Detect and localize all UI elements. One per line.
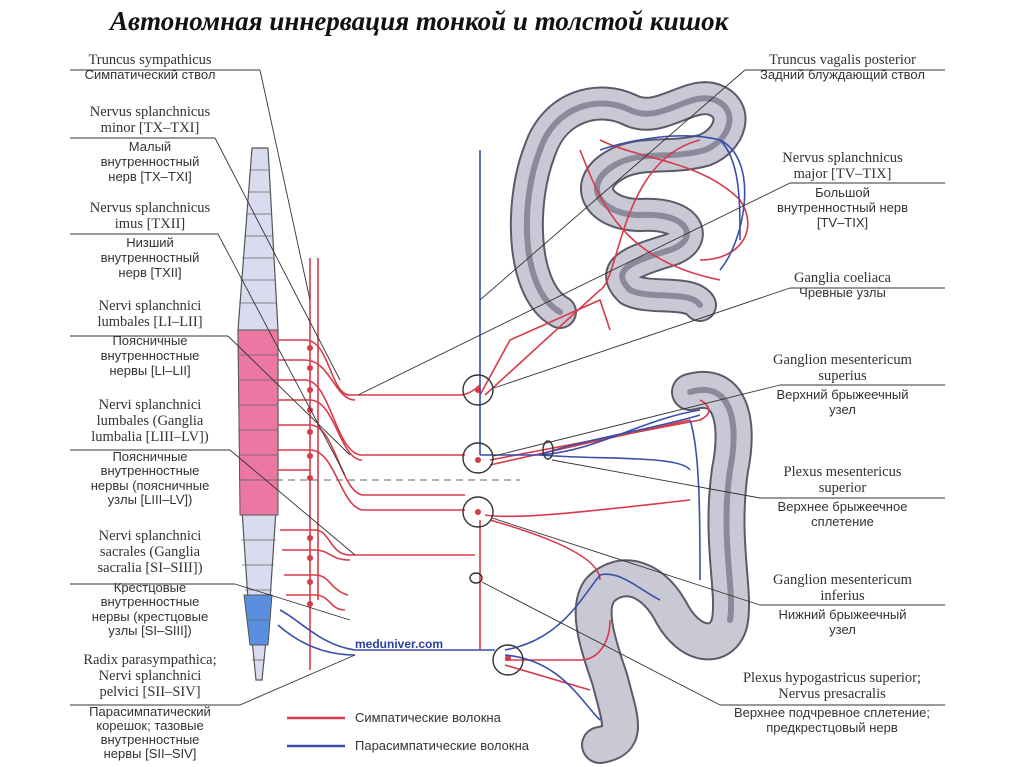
ganglion-mesentericum-inferius	[462, 496, 494, 528]
left-leader-lines	[70, 69, 356, 706]
right-leader-lines	[357, 69, 945, 706]
legend-parasympathetic: Парасимпатические волокна	[355, 738, 529, 753]
label-russian: Поясничные внутренностные нервы (пояснич…	[90, 448, 210, 508]
abdominal-ganglia	[462, 374, 554, 676]
label-russian: Малый внутренностный нерв [TX–TXI]	[100, 139, 200, 184]
label-latin: Plexus hypogastricus superior; Nervus pr…	[742, 670, 921, 703]
label-russian: Верхнее подчревное сплетение; предкрестц…	[734, 705, 930, 736]
label-latin: Nervus splanchnicus major [TV–TIX]	[782, 150, 903, 183]
label-plexus-hypogastricus: Plexus hypogastricus superior; Nervus pr…	[712, 670, 952, 736]
label-latin: Nervus splanchnicus imus [TXII]	[89, 200, 211, 233]
spinal-cord	[237, 147, 279, 681]
ganglion-hypogastric	[492, 644, 524, 676]
label-ganglion-mesentericum-superius: Ganglion mesentericum superius Верхний б…	[740, 352, 945, 418]
label-russian: Поясничные внутренностные нервы [LI–LII]	[100, 333, 200, 378]
label-russian: Чревные узлы	[799, 285, 886, 301]
label-russian: Нижний брыжеечный узел	[778, 607, 907, 638]
label-splanchnicus-major: Nervus splanchnicus major [TV–TIX] Больш…	[740, 150, 945, 230]
label-latin: Ganglion mesentericum inferius	[773, 572, 912, 605]
label-splanchnicus-imus: Nervus splanchnicus imus [TXII] Низший в…	[45, 200, 255, 280]
label-radix-parasympathica: Radix parasympathica; Nervi splanchnici …	[45, 652, 255, 761]
label-latin: Ganglia coeliaca	[793, 270, 891, 286]
parasympathetic-fibers	[277, 135, 746, 721]
page-title: Автономная иннервация тонкой и толстой к…	[110, 6, 729, 36]
ganglion-coeliacum	[462, 374, 494, 406]
legend-sympathetic: Симпатические волокна	[355, 710, 501, 725]
watermark: meduniver.com	[355, 637, 444, 651]
small-intestine	[509, 81, 747, 329]
legend-lines	[287, 716, 345, 748]
label-russian: Крестцовые внутренностные нервы (крестцо…	[91, 579, 209, 639]
label-latin: Truncus sympathicus	[88, 52, 212, 68]
sympathetic-fibers	[278, 139, 749, 691]
ganglion-mesentericum-superius	[462, 442, 494, 474]
label-latin: Nervi splanchnici lumbales [LI–LII]	[97, 298, 203, 331]
label-splanchnici-lumbales: Nervi splanchnici lumbales [LI–LII] Пояс…	[45, 298, 255, 378]
label-russian: Симпатический ствол	[84, 67, 216, 83]
label-russian: Парасимпатический корешок; тазовые внутр…	[89, 703, 211, 761]
label-latin: Nervi splanchnici sacrales (Ganglia sacr…	[97, 528, 203, 577]
label-russian: Верхний брыжеечный узел	[776, 387, 909, 418]
label-truncus-vagalis: Truncus vagalis posterior Задний блуждаю…	[740, 52, 945, 83]
label-russian: Большой внутренностный нерв [TV–TIX]	[777, 185, 908, 230]
label-plexus-mesentericus-superior: Plexus mesentericus superior Верхнее бры…	[740, 464, 945, 530]
label-ganglia-coeliaca: Ganglia coeliaca Чревные узлы	[740, 270, 945, 301]
label-ganglia-lumbalia: Nervi splanchnici lumbales (Ganglia lumb…	[45, 397, 255, 508]
label-latin: Nervus splanchnicus minor [TX–TXI]	[89, 104, 211, 137]
label-splanchnicus-minor: Nervus splanchnicus minor [TX–TXI] Малый…	[45, 104, 255, 184]
label-ganglia-sacralia: Nervi splanchnici sacrales (Ganglia sacr…	[45, 528, 255, 639]
label-ganglion-mesentericum-inferius: Ganglion mesentericum inferius Нижний бр…	[740, 572, 945, 638]
label-latin: Truncus vagalis posterior	[769, 52, 916, 68]
label-russian: Верхнее брыжеечное сплетение	[777, 499, 908, 530]
large-intestine	[574, 371, 753, 764]
label-latin: Nervi splanchnici lumbales (Ganglia lumb…	[91, 397, 209, 446]
label-latin: Ganglion mesentericum superius	[773, 352, 912, 385]
label-latin: Plexus mesentericus superior	[783, 464, 902, 497]
label-truncus-sympathicus: Truncus sympathicus Симпатический ствол	[45, 52, 255, 83]
label-russian: Низший внутренностный нерв [TXII]	[100, 235, 200, 280]
label-latin: Radix parasympathica; Nervi splanchnici …	[83, 652, 217, 701]
label-russian: Задний блуждающий ствол	[760, 67, 925, 83]
